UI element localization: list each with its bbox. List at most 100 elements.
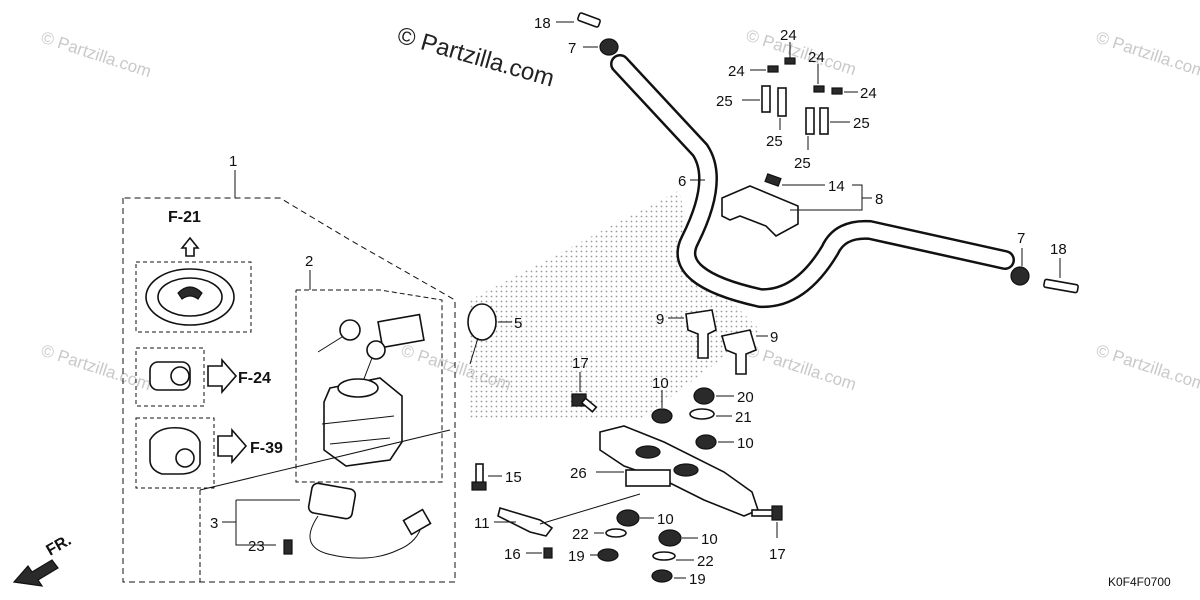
bridge-hole-b bbox=[673, 463, 699, 477]
key-tag-icon bbox=[377, 313, 425, 349]
end-weight-right-icon bbox=[1010, 266, 1030, 286]
callout-7b: 7 bbox=[1017, 230, 1025, 247]
washer-21-icon bbox=[689, 408, 715, 420]
callout-25a: 25 bbox=[716, 93, 733, 110]
callout-26: 26 bbox=[570, 465, 587, 482]
ref-f21[interactable]: F-21 bbox=[168, 209, 201, 226]
end-weight-left-icon bbox=[599, 38, 619, 56]
callout-25b: 25 bbox=[766, 133, 783, 150]
ref-f39[interactable]: F-39 bbox=[250, 440, 283, 457]
callout-18a: 18 bbox=[534, 15, 551, 32]
ref-f24[interactable]: F-24 bbox=[238, 370, 271, 387]
bolt-15-head-icon bbox=[471, 481, 487, 491]
bolt-15: 15 bbox=[471, 463, 522, 491]
callout-21: 21 bbox=[735, 409, 752, 426]
callout-5: 5 bbox=[514, 315, 522, 332]
callout-8: 8 bbox=[875, 191, 883, 208]
washer-24-icon bbox=[784, 57, 796, 65]
callout-24b: 24 bbox=[728, 63, 745, 80]
arrow-up-icon bbox=[180, 236, 200, 257]
callout-23: 23 bbox=[248, 538, 265, 555]
fuel-cap-inner bbox=[157, 277, 223, 317]
ignition-switch-top bbox=[337, 378, 379, 398]
callout-10c: 10 bbox=[657, 511, 674, 528]
upper-holder-icon bbox=[721, 185, 799, 237]
stipple-band bbox=[470, 190, 760, 420]
callout-16: 16 bbox=[504, 546, 521, 563]
callout-17a: 17 bbox=[572, 355, 589, 372]
rubber-10a-icon bbox=[651, 408, 673, 424]
callout-7a: 7 bbox=[568, 40, 576, 57]
screw-16-icon bbox=[543, 547, 553, 559]
front-label: FR. bbox=[44, 532, 75, 560]
bolt-25a-icon bbox=[761, 85, 771, 113]
helmet-lock-icon bbox=[149, 426, 201, 475]
callout-22a: 22 bbox=[572, 526, 589, 543]
callout-25d: 25 bbox=[853, 115, 870, 132]
nut-19a-icon bbox=[597, 548, 619, 562]
callout-1: 1 bbox=[229, 153, 237, 170]
callout-6: 6 bbox=[678, 173, 686, 190]
callout-9b: 9 bbox=[770, 329, 778, 346]
callout-24a: 24 bbox=[780, 27, 797, 44]
lower-holder-a-icon bbox=[685, 309, 717, 359]
bolt-25c-icon bbox=[805, 107, 815, 135]
key-head-2-icon bbox=[366, 340, 386, 360]
seat-lock-keyway bbox=[170, 366, 190, 386]
clamp-leader-to-bridge bbox=[539, 493, 641, 525]
arrow-right-icon bbox=[207, 357, 238, 395]
front-arrow-icon bbox=[12, 559, 59, 587]
callout-24d: 24 bbox=[860, 85, 877, 102]
callout-19b: 19 bbox=[689, 571, 706, 588]
callout-9a: 9 bbox=[656, 311, 664, 328]
handlebar-part: 6 7 18 7 18 bbox=[534, 12, 1079, 309]
lower-holder-b-icon bbox=[720, 329, 757, 375]
key-head-icon bbox=[339, 319, 361, 341]
washer-24c-icon bbox=[813, 85, 825, 93]
ignition-sub-box bbox=[295, 289, 443, 483]
plate-14-icon bbox=[764, 173, 782, 187]
bolt-17-upper: 17 bbox=[571, 355, 598, 413]
bridge-hole-a bbox=[635, 445, 661, 459]
watermark-top-left: © Partzilla.com bbox=[39, 28, 154, 81]
bolt-15-icon bbox=[475, 463, 484, 485]
lower-rubber-stack: 10 22 10 19 22 19 bbox=[568, 509, 718, 588]
bolt-25d-icon bbox=[819, 107, 829, 135]
callout-25c: 25 bbox=[794, 155, 811, 172]
bolt-17b-head-icon bbox=[771, 505, 783, 521]
callout-20: 20 bbox=[737, 389, 754, 406]
rubber-10d-icon bbox=[658, 529, 682, 547]
sensor-unit-icon bbox=[307, 482, 357, 520]
bolt-17-lower: 17 bbox=[751, 505, 786, 563]
upper-holder-part: 14 8 bbox=[721, 173, 883, 237]
bolt-17b-shank-icon bbox=[751, 509, 775, 517]
callout-15: 15 bbox=[505, 469, 522, 486]
key-part: 5 bbox=[467, 303, 522, 365]
diagram-code: K0F4F0700 bbox=[1108, 575, 1171, 589]
group-outline bbox=[122, 197, 456, 583]
washer-24d-icon bbox=[831, 87, 843, 95]
key-blade-icon bbox=[317, 336, 343, 353]
watermark-mid-right: © Partzilla.com bbox=[744, 341, 859, 394]
leader-8 bbox=[790, 184, 863, 211]
callout-18b: 18 bbox=[1050, 241, 1067, 258]
rubber-10c-icon bbox=[616, 509, 640, 527]
rubber-10b-icon bbox=[695, 434, 717, 450]
bridge-boss-icon bbox=[625, 469, 671, 487]
bolt-right-icon bbox=[1043, 278, 1079, 294]
clamp-11-icon bbox=[497, 506, 554, 537]
callout-22b: 22 bbox=[697, 553, 714, 570]
bolt-left-icon bbox=[577, 12, 601, 28]
ignition-group-box: 1 F-21 F-24 F-39 2 bbox=[122, 153, 456, 583]
helmet-lock-box bbox=[135, 417, 215, 489]
ignition-switch-icon bbox=[323, 377, 403, 467]
bolt-cluster: 24 24 24 24 25 25 25 25 bbox=[716, 27, 877, 172]
screw-icon bbox=[283, 539, 293, 555]
front-direction-marker: FR. bbox=[12, 532, 75, 587]
callout-10a: 10 bbox=[652, 375, 669, 392]
watermark-top-right: © Partzilla.com bbox=[1094, 28, 1200, 81]
top-bridge-part: 26 bbox=[570, 425, 759, 517]
fuel-cap-keyhole bbox=[177, 286, 203, 300]
arrow-right-icon bbox=[217, 427, 248, 465]
